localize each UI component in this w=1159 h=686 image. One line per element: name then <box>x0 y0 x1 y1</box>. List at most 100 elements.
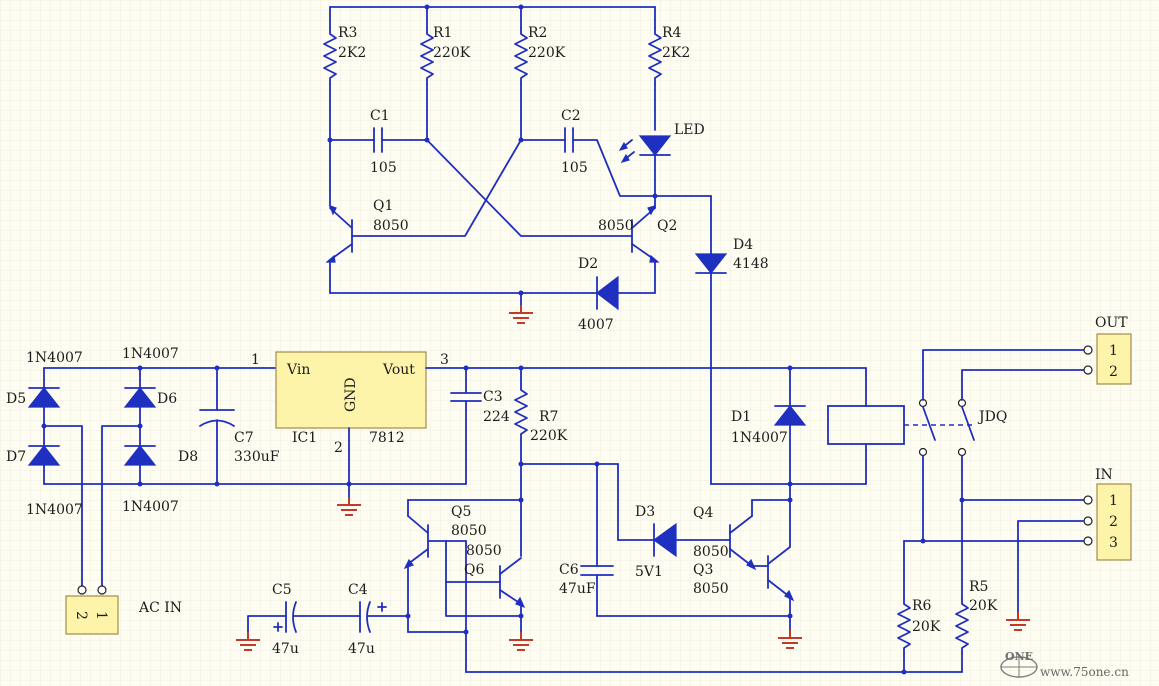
label-d3: D3 <box>635 504 655 520</box>
resistor-r2 <box>514 6 528 141</box>
value-r3: 2K2 <box>338 45 366 61</box>
watermark-logo: ONE <box>1005 650 1033 663</box>
value-ic1: 7812 <box>369 430 405 446</box>
value-c4: 47u <box>348 641 375 657</box>
value-d5: 1N4007 <box>26 350 83 366</box>
label-r6: R6 <box>912 598 932 614</box>
value-c2: 105 <box>561 160 588 176</box>
diode-d7 <box>27 445 61 466</box>
value-d7: 1N4007 <box>26 502 83 518</box>
value-d8: 1N4007 <box>122 499 179 515</box>
label-c5: C5 <box>272 582 292 598</box>
capacitor-c6 <box>580 463 791 617</box>
value-d1: 1N4007 <box>731 430 788 446</box>
connector-ac-in: 2 1 <box>65 585 119 635</box>
acin-pin-1: 1 <box>93 611 109 620</box>
transistor-q5 <box>403 499 522 673</box>
value-q4: 8050 <box>693 544 729 560</box>
value-d3: 5V1 <box>635 564 663 580</box>
ic1-pin3: 3 <box>440 352 449 368</box>
label-d6: D6 <box>157 391 177 407</box>
ic1-pin1: 1 <box>251 352 260 368</box>
acin-pin-2: 2 <box>73 611 89 620</box>
capacitor-c1 <box>329 127 428 153</box>
label-d7: D7 <box>6 449 26 465</box>
multivibrator-section <box>323 4 672 324</box>
diode-d6 <box>123 387 157 408</box>
diode-d1 <box>773 367 807 501</box>
capacitor-c4 <box>359 601 409 633</box>
capacitor-c5 <box>247 601 361 633</box>
value-d2: 4007 <box>578 317 614 333</box>
zener-d3 <box>617 522 731 558</box>
label-d5: D5 <box>6 391 26 407</box>
resistor-r1 <box>420 6 434 141</box>
label-c1: C1 <box>370 108 390 124</box>
label-c4: C4 <box>348 582 368 598</box>
label-jdq: JDQ <box>977 409 1007 425</box>
transistor-q3 <box>767 499 795 631</box>
in-pin-3: 3 <box>1109 535 1118 551</box>
label-c3: C3 <box>483 389 503 405</box>
label-q6: Q6 <box>464 562 484 578</box>
label-d8: D8 <box>178 449 198 465</box>
label-led: LED <box>674 122 705 138</box>
label-r2: R2 <box>528 25 547 41</box>
diode-d8 <box>123 445 157 466</box>
value-c6: 47uF <box>559 581 596 597</box>
label-q5: Q5 <box>451 504 471 520</box>
value-q1: 8050 <box>373 218 409 234</box>
label-in: IN <box>1095 467 1113 483</box>
value-c3: 224 <box>483 409 510 425</box>
relay-coil <box>827 367 975 485</box>
transistor-q1 <box>325 205 353 294</box>
bridge-rectifier <box>27 365 467 589</box>
resistor-r4 <box>648 6 662 131</box>
value-c5: 47u <box>272 641 299 657</box>
label-c6: C6 <box>559 562 579 578</box>
value-q6: 8050 <box>466 543 502 559</box>
label-c7: C7 <box>234 430 254 446</box>
value-d6: 1N4007 <box>122 346 179 362</box>
label-q1: Q1 <box>373 198 393 214</box>
capacitor-c7 <box>199 367 235 485</box>
label-d1: D1 <box>731 409 751 425</box>
value-q5: 8050 <box>451 523 487 539</box>
ic1-pin2: 2 <box>334 440 343 456</box>
label-q3: Q3 <box>693 562 713 578</box>
transistor-q2 <box>631 205 660 294</box>
out-pin-1: 1 <box>1109 343 1118 359</box>
in-pin-2: 2 <box>1109 514 1118 530</box>
led <box>618 135 672 209</box>
label-r4: R4 <box>662 25 682 41</box>
label-d4: D4 <box>733 237 753 253</box>
ic1-gnd-label: GND <box>343 377 359 412</box>
transistor-q4 <box>729 499 769 571</box>
label-q4: Q4 <box>693 505 713 521</box>
watermark-text: www.75one.cn <box>1040 665 1129 679</box>
label-d2: D2 <box>578 256 598 272</box>
label-ac-in: AC IN <box>138 600 182 616</box>
value-d4: 4148 <box>733 256 769 272</box>
resistor-r3 <box>323 6 337 207</box>
diode-d4 <box>654 195 728 485</box>
value-r4: 2K2 <box>662 45 690 61</box>
label-c2: C2 <box>561 108 581 124</box>
label-out: OUT <box>1095 315 1128 331</box>
value-r2: 220K <box>528 45 566 61</box>
diode-d5 <box>27 387 61 408</box>
connector-out: 1 2 <box>1083 333 1132 385</box>
label-ic1: IC1 <box>292 430 317 446</box>
ic1-vin-label: Vin <box>286 362 310 378</box>
value-q2: 8050 <box>598 218 634 234</box>
label-q2: Q2 <box>657 218 677 234</box>
in-pin-1: 1 <box>1109 493 1118 509</box>
value-c1: 105 <box>370 160 397 176</box>
value-q3: 8050 <box>693 581 729 597</box>
connector-in: 1 2 3 <box>903 483 1132 631</box>
value-c7: 330uF <box>234 449 280 465</box>
label-r3: R3 <box>338 25 357 41</box>
value-r1: 220K <box>433 45 471 61</box>
regulator-ic1 <box>275 351 427 516</box>
